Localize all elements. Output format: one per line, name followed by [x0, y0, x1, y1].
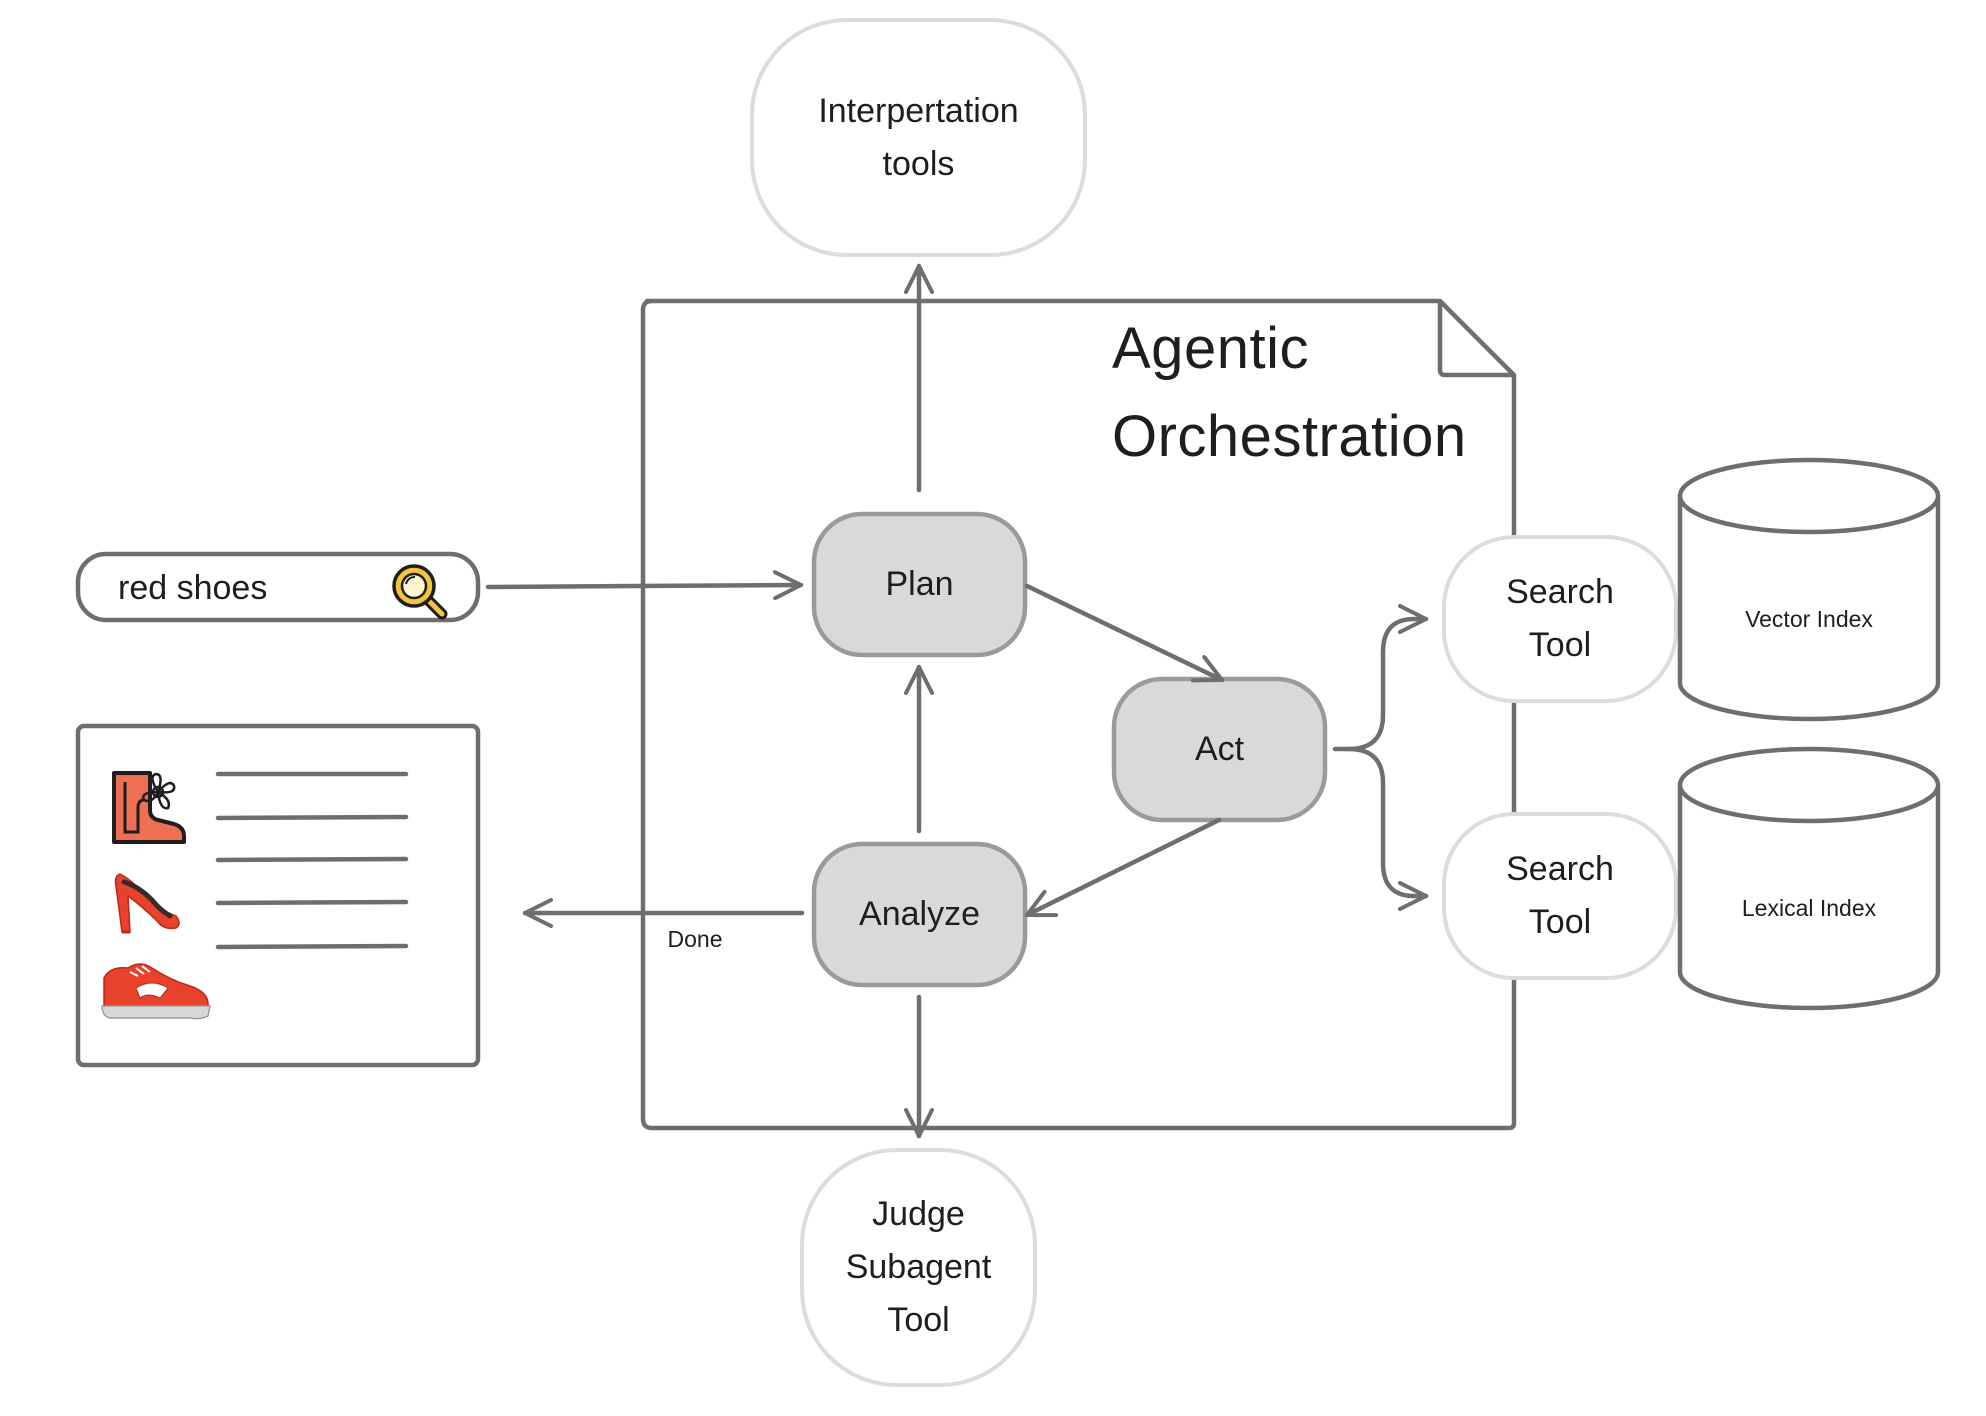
judge-subagent-label: Judge Subagent Tool	[845, 1195, 992, 1339]
search-bar[interactable]	[75, 551, 481, 623]
boot-icon	[112, 771, 186, 844]
branch-act-to-search-tools	[1332, 604, 1429, 752]
orchestration-title: Agentic Orchestration	[1112, 316, 1467, 470]
judge-subagent-node[interactable]	[800, 1148, 1037, 1387]
result-line-4	[215, 899, 409, 906]
result-line-2	[215, 814, 409, 821]
branch-act-to-search-tool-2	[1346, 746, 1429, 911]
interpretation-tools-node[interactable]	[750, 18, 1087, 257]
arrow-plan-to-act	[1024, 583, 1225, 683]
analyze-label: Analyze	[859, 895, 980, 934]
orchestration-frame	[640, 298, 1517, 1131]
search-tool-label-1: Search Tool	[1506, 573, 1614, 664]
search-tool-node-2[interactable]	[1442, 812, 1678, 980]
sneaker-icon	[101, 963, 211, 1020]
lexical-index-label: Lexical Index	[1741, 895, 1877, 922]
vector-index-label: Vector Index	[1745, 606, 1873, 633]
plan-label: Plan	[885, 565, 954, 604]
interpretation-tools-label: Interpertation tools	[818, 91, 1019, 183]
lexical-index-cylinder[interactable]	[1677, 746, 1941, 1011]
result-line-5	[215, 943, 409, 950]
act-label: Act	[1194, 730, 1245, 769]
search-tool-label-2: Search Tool	[1506, 850, 1614, 941]
magnifier-icon[interactable]	[392, 564, 448, 620]
vector-index-cylinder[interactable]	[1677, 457, 1941, 722]
frame-fold-corner	[1437, 301, 1514, 378]
high-heel-icon	[114, 873, 180, 934]
arrow-act-to-analyze	[1024, 817, 1222, 918]
done-label: Done	[667, 926, 723, 953]
search-tool-node-1[interactable]	[1442, 535, 1678, 703]
results-panel	[75, 723, 481, 1068]
arrow-query-to-plan	[485, 570, 804, 601]
result-line-3	[215, 856, 409, 863]
search-input[interactable]: red shoes	[118, 568, 268, 607]
plan-node[interactable]	[811, 511, 1028, 658]
